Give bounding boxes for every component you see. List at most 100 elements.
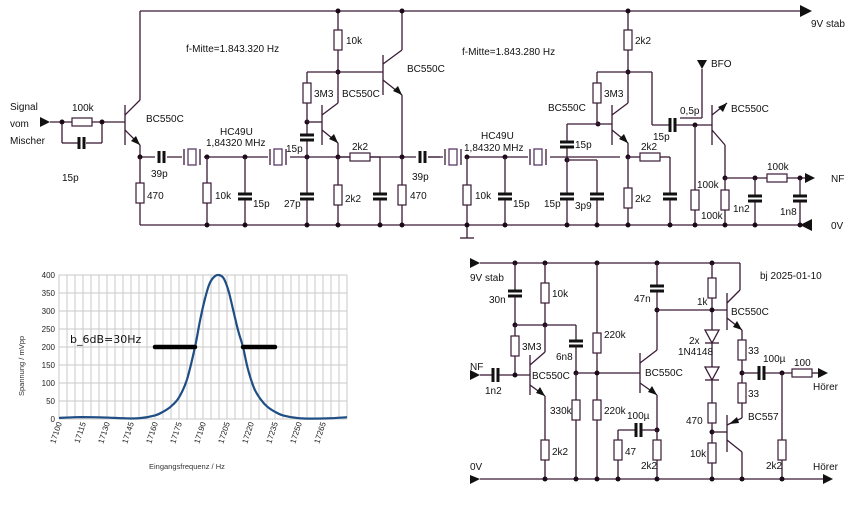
series-line-spannung (58, 273, 348, 420)
label-q2: BC550C (342, 89, 380, 100)
label-r100k-b: 100k (701, 211, 724, 222)
label-q5: BC550C (731, 104, 769, 115)
label-c15p-3: 15p (513, 199, 530, 210)
bfo-label: BFO (711, 59, 732, 70)
label-c1n2: 1n2 (733, 204, 750, 215)
ground-label: 0V (831, 221, 844, 232)
x-tick-label: 17205 (216, 420, 232, 444)
x-tick-label: 17220 (240, 420, 256, 444)
y-tick-label: 300 (42, 307, 56, 316)
f-center-1: f-Mitte=1.843.320 Hz (186, 44, 279, 55)
label-r10k-2: 10k (475, 191, 492, 202)
ground-lower-label: 0V (470, 462, 483, 473)
label-r470-2: 470 (410, 191, 427, 202)
x-axis-label: Eingangsfrequenz / Hz (149, 462, 225, 471)
supply-arrow-icon (800, 5, 812, 17)
label-diodes-type: 1N4148 (678, 347, 713, 358)
x-tick-label: 17115 (73, 420, 88, 444)
label-c3p9: 3p9 (575, 201, 592, 212)
label-c1n8: 1n8 (780, 207, 797, 218)
hoerer-ground-arrow-icon (823, 474, 833, 484)
label-r100: 100 (794, 358, 811, 369)
label-r1k: 1k (697, 297, 709, 308)
nf-in-label: NF (470, 362, 483, 373)
label-r100k-c: 100k (767, 162, 790, 173)
nf-out-arrow-icon (805, 173, 815, 183)
label-xtal-freq-1: 1,84320 MHz (206, 138, 265, 149)
label-c30n: 30n (489, 295, 506, 306)
label-c15p-5: 15p (575, 140, 592, 151)
hoerer-label-2: Hörer (813, 462, 839, 473)
supply-lower-label: 9V stab (470, 273, 504, 284)
diode-icon (703, 366, 721, 382)
label-r220k-a: 220k (604, 330, 627, 341)
label-c15p-6: 15p (653, 132, 670, 143)
supply-label: 9V stab (811, 19, 845, 30)
resistor-100k-in (71, 117, 93, 127)
label-r3m3: 3M3 (522, 342, 542, 353)
label-r3m3-2: 3M3 (604, 89, 624, 100)
label-r10k-b: 10k (690, 449, 707, 460)
label-r10k-1: 10k (215, 191, 232, 202)
input-label-2: vom (10, 119, 29, 130)
y-tick-label: 250 (42, 325, 56, 334)
label-c39p-2: 39p (412, 172, 429, 183)
label-q3: BC550C (407, 64, 445, 75)
label-r100k-a: 100k (697, 180, 720, 191)
label-c27p: 27p (284, 199, 301, 210)
hoerer-label-1: Hörer (813, 382, 839, 393)
label-c1n2-lower: 1n2 (485, 386, 502, 397)
label-r470-lower: 470 (686, 416, 703, 427)
x-tick-label: 17160 (144, 420, 160, 444)
y-tick-label: 0 (51, 415, 56, 424)
y-tick-label: 150 (42, 361, 56, 370)
label-q2-lower: BC550C (645, 368, 683, 379)
diode-icon (703, 329, 721, 345)
label-re1: 470 (147, 191, 164, 202)
label-xtal-2: HC49U (481, 131, 514, 142)
label-r2k2-top: 2k2 (635, 36, 652, 47)
label-c0p5: 0,5p (680, 106, 700, 117)
input-label-1: Signal (10, 102, 38, 113)
label-r2k2-b-lower: 2k2 (641, 461, 658, 472)
label-diodes-count: 2x (689, 336, 700, 347)
label-r10k-top: 10k (346, 36, 363, 47)
label-c6n8: 6n8 (556, 352, 573, 363)
label-r2k2-a-lower: 2k2 (552, 447, 569, 458)
label-q4-lower: BC557 (748, 412, 779, 423)
input-label-3: Mischer (10, 136, 46, 147)
hoerer-out-arrow-icon (818, 368, 828, 378)
bfo-arrow-icon (697, 60, 707, 69)
label-r330k: 330k (550, 406, 573, 417)
label-xtal-freq-2: 1,84320 MHz (464, 143, 523, 154)
label-r47: 47 (625, 447, 637, 458)
label-c-in: 15p (62, 173, 79, 184)
label-r2k2-b: 2k2 (345, 194, 362, 205)
y-tick-label: 350 (42, 289, 56, 298)
label-c15p-1: 15p (253, 199, 270, 210)
label-q1-lower: BC550C (532, 371, 570, 382)
y-tick-label: 100 (42, 379, 56, 388)
label-c39p-1: 39p (151, 169, 168, 180)
nf-in-arrow-icon (470, 370, 480, 380)
label-q4: BC550C (548, 103, 586, 114)
date-label: bj 2025-01-10 (760, 271, 822, 282)
label-xtal-1: HC49U (220, 127, 253, 138)
y-tick-label: 50 (46, 397, 55, 406)
x-tick-label: 17130 (96, 420, 112, 444)
label-r2k2-c: 2k2 (641, 142, 658, 153)
ground-lower-arrow-icon (470, 475, 480, 484)
label-r2k2-a: 2k2 (352, 142, 369, 153)
label-c15p-4: 15p (544, 199, 561, 210)
f-center-2: f-Mitte=1.843.280 Hz (462, 47, 555, 58)
ground-arrow-icon (800, 219, 812, 231)
chart-annotation: b_6dB=30Hz (70, 333, 141, 346)
label-r-in: 100k (72, 103, 95, 114)
label-r33-b: 33 (748, 389, 760, 400)
y-tick-label: 200 (42, 343, 56, 352)
supply-lower-arrow-icon (470, 258, 480, 268)
